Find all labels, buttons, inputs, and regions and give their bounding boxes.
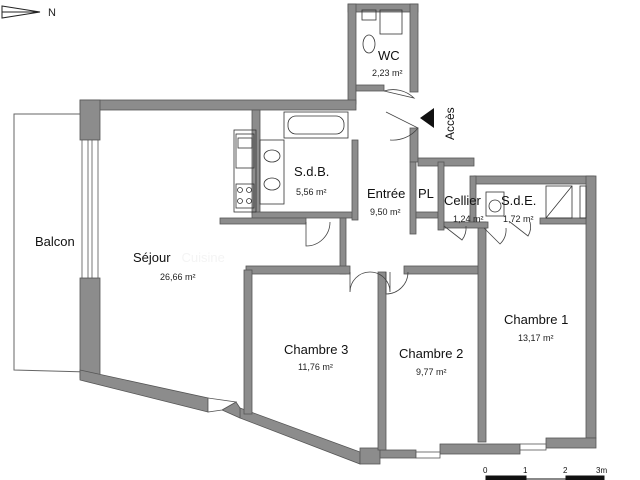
sde-area: 1,72 m² <box>503 214 534 224</box>
north-arrow-icon: N <box>1 5 56 19</box>
scale-bar <box>485 475 605 480</box>
balcony <box>13 113 89 373</box>
pl-label: PL <box>418 186 434 201</box>
balcon-label: Balcon <box>35 234 75 249</box>
chambre1-label: Chambre 1 <box>504 312 569 327</box>
scale-tick-3: 3m <box>596 466 608 475</box>
sejour-name: Séjour <box>133 250 171 265</box>
access-label: Accès <box>443 107 457 140</box>
double-sink-icon <box>259 139 285 205</box>
windows <box>81 139 547 459</box>
north-label: N <box>48 7 56 19</box>
sejour-separator: / <box>174 250 178 265</box>
washbasin-icon <box>485 191 505 217</box>
access-arrow-icon <box>420 108 434 128</box>
cuisine-name: Cuisine <box>181 250 225 265</box>
sejour-area: 26,66 m² <box>160 272 196 282</box>
wc-label: WC <box>378 48 400 63</box>
walls <box>79 3 597 465</box>
kitchen-counter-icon <box>233 129 257 213</box>
sdb-area: 5,56 m² <box>296 187 327 197</box>
entree-label: Entrée <box>367 186 406 201</box>
scale-tick-1: 1 <box>523 466 528 475</box>
chambre2-label: Chambre 2 <box>399 346 464 361</box>
scale-tick-0: 0 <box>483 466 488 475</box>
bathtub-icon <box>283 111 349 139</box>
cellier-area: 1,24 m² <box>453 214 484 224</box>
cellier-label: Cellier <box>444 193 481 208</box>
sdb-label: S.d.B. <box>294 164 330 179</box>
chambre1-area: 13,17 m² <box>518 333 554 343</box>
shower-icon <box>545 185 573 219</box>
chambre3-area: 11,76 m² <box>298 362 333 372</box>
entree-area: 9,50 m² <box>370 207 401 217</box>
scale-tick-2: 2 <box>563 466 568 475</box>
fixtures <box>233 9 587 219</box>
wc-area: 2,23 m² <box>372 68 403 78</box>
sejour-label: Séjour / Cuisine <box>133 250 225 265</box>
chambre3-label: Chambre 3 <box>284 342 349 357</box>
chambre2-area: 9,77 m² <box>416 367 447 377</box>
doors <box>305 89 531 295</box>
sde-label: S.d.E. <box>501 193 537 208</box>
toilet-icon <box>361 9 377 21</box>
